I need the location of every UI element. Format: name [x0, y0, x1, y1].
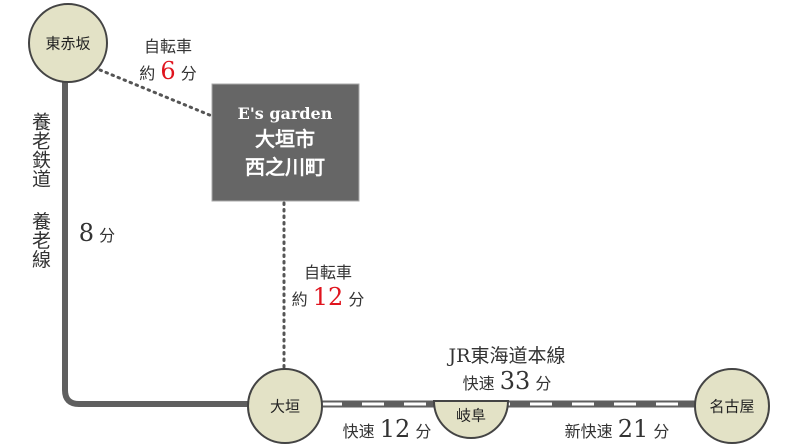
- destination-city: 大垣市: [255, 127, 315, 151]
- bike-time-ogaki: 約 12 分: [292, 283, 365, 311]
- station-ogaki[interactable]: 大垣: [247, 368, 323, 444]
- jr-gifu-nagoya-time: 新快速 21 分: [565, 415, 670, 443]
- bike-route-higashi-akasaka: [98, 68, 214, 118]
- jr-ogaki-gifu-time: 快速 12 分: [343, 415, 432, 443]
- bike-mode-label: 自転車: [144, 37, 192, 56]
- station-higashi-akasaka[interactable]: 東赤坂: [28, 3, 108, 83]
- station-label: 名古屋: [709, 398, 754, 416]
- station-gifu[interactable]: 岐阜: [432, 400, 510, 439]
- station-label: 岐阜: [456, 407, 486, 425]
- yoro-line-name: 養老線: [29, 211, 51, 268]
- destination-box: E's garden 大垣市 西之川町: [211, 83, 360, 202]
- station-label: 東赤坂: [45, 35, 90, 53]
- destination-brand: E's garden: [238, 104, 333, 123]
- jr-line-name: JR東海道本線: [447, 345, 566, 367]
- bike-time-higashi-akasaka: 約 6 分: [139, 57, 197, 85]
- destination-town: 西之川町: [245, 155, 325, 179]
- jr-total-time: 快速 33 分: [463, 367, 552, 395]
- yoro-line-company: 養老鉄道: [29, 112, 51, 188]
- station-label: 大垣: [270, 398, 300, 416]
- yoro-line: [62, 80, 260, 407]
- yoro-line-time: 8 分: [79, 219, 115, 247]
- bike-mode-label: 自転車: [304, 263, 352, 282]
- station-nagoya[interactable]: 名古屋: [694, 368, 770, 444]
